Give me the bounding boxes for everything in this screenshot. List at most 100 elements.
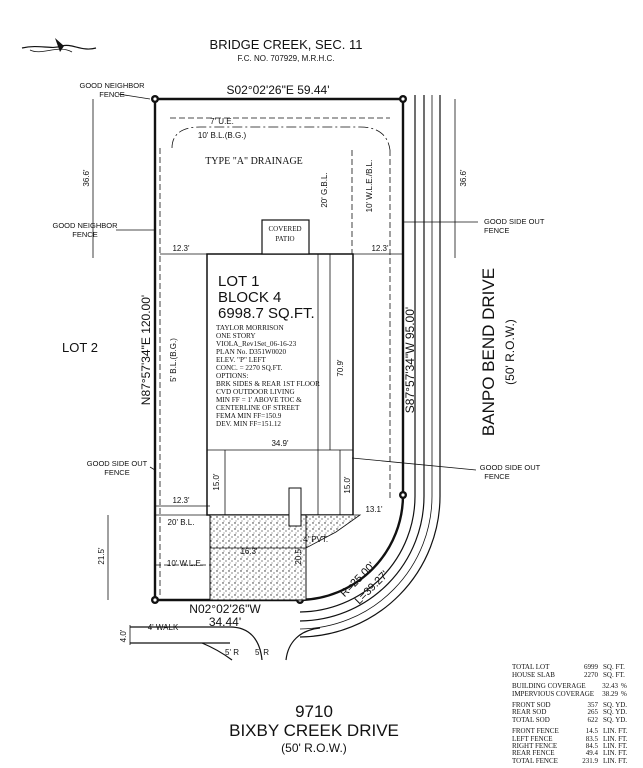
bl-top-label: 10' B.L.(B.G.) (198, 131, 247, 140)
good-side-right-bottom-1: GOOD SIDE OUT (480, 463, 541, 472)
bixby-street-name: BIXBY CREEK DRIVE (229, 721, 399, 740)
lot-2-label: LOT 2 (62, 340, 98, 355)
detail-line: ELEV. "P" LEFT (216, 356, 266, 364)
table-row-unit: LIN. FT. (603, 757, 628, 765)
dim-20-5: 20.5' (294, 547, 303, 565)
wle-bottom-label: 10' W.L.E. (167, 559, 203, 568)
radius-left-label: 5' R (225, 648, 239, 657)
summary-table: TOTAL LOT 6999 SQ. FT. HOUSE SLAB 2270 S… (512, 663, 628, 765)
table-row-unit: SQ. FT. (603, 671, 625, 679)
banpo-row: (50' R.O.W.) (503, 319, 517, 385)
table-row-unit: % (621, 682, 627, 690)
dim-15-0-right: 15.0' (343, 476, 352, 494)
covered-patio-label-2: PATIO (275, 235, 294, 243)
east-bearing: S87°57'34"W 95.00' (403, 307, 417, 413)
good-neighbor-top-1: GOOD NEIGHBOR (79, 81, 145, 90)
detail-line: CENTERLINE OF STREET (216, 404, 300, 412)
corner-pins (151, 95, 407, 604)
bixby-row: (50' R.O.W.) (281, 741, 347, 755)
covered-patio-label-1: COVERED (268, 225, 301, 233)
address-number: 9710 (295, 702, 333, 721)
detail-line: CONC. = 2270 SQ.FT. (216, 364, 282, 372)
subdivision-recording: F.C. NO. 707929, M.R.H.C. (238, 54, 335, 63)
dim-15-0-left: 15.0' (212, 473, 221, 491)
drainage-label: TYPE "A" DRAINAGE (205, 156, 303, 167)
good-side-right-top-1: GOOD SIDE OUT (484, 217, 545, 226)
banpo-curb-lines (299, 95, 441, 638)
detail-line: MIN FF = 1' ABOVE TOC & (216, 396, 302, 404)
table-row-value: 357 (588, 701, 599, 709)
good-neighbor-left-1: GOOD NEIGHBOR (52, 221, 118, 230)
lot-details: TAYLOR MORRISON ONE STORY VIOLA_Rev1Set_… (216, 324, 320, 428)
good-neighbor-top-2: FENCE (99, 90, 124, 99)
dim-12-3-right: 12.3' (371, 244, 389, 253)
good-side-left-1: GOOD SIDE OUT (87, 459, 148, 468)
table-row-value: 231.9 (582, 757, 598, 765)
gbl-label: 20' G.B.L. (320, 172, 329, 207)
bl-bottom-label: 20' B.L. (168, 518, 195, 527)
wle-right-label: 10' W.L.E./B.L. (365, 160, 374, 213)
table-row-label: RIGHT FENCE (512, 742, 557, 750)
table-row-unit: SQ. YD. (603, 708, 627, 716)
table-row-unit: SQ. YD. (603, 701, 627, 709)
south-bearing: N02°02'26"W (189, 602, 261, 616)
detail-line: PLAN No. D351W0020 (216, 348, 286, 356)
walk-label: 4' WALK (148, 623, 179, 632)
table-row-label: IMPERVIOUS COVERAGE (512, 690, 594, 698)
dim-12-3-left: 12.3' (172, 244, 190, 253)
good-side-right-top-2: FENCE (484, 226, 509, 235)
dim-21-5: 21.5' (97, 547, 106, 565)
west-bearing: N87°57'34"E 120.00' (139, 295, 153, 405)
table-row-unit: LIN. FT. (603, 735, 628, 743)
driveway (209, 487, 362, 601)
detail-line: BRK SIDES & REAR 1ST FLOOR (216, 380, 320, 388)
table-row-value: 622 (588, 716, 599, 724)
table-row-value: 32.43 (602, 682, 618, 690)
dim-12-3-bottom: 12.3' (172, 496, 190, 505)
detail-line: TAYLOR MORRISON (216, 324, 284, 332)
table-row-label: TOTAL SOD (512, 716, 550, 724)
good-neighbor-left-2: FENCE (72, 230, 97, 239)
table-row-unit: LIN. FT. (603, 727, 628, 735)
good-side-right-bottom-2: FENCE (484, 472, 509, 481)
dim-13-1: 13.1' (365, 505, 383, 514)
pvt-label: 4' PVT. (303, 535, 328, 544)
table-row-unit: SQ. YD. (603, 716, 627, 724)
table-row-label: REAR SOD (512, 708, 546, 716)
lot-number: LOT 1 (218, 273, 259, 290)
dim-4-0: 4.0' (119, 629, 128, 642)
lot-area: 6998.7 SQ.FT. (218, 305, 315, 322)
subdivision-name: BRIDGE CREEK, SEC. 11 (210, 37, 363, 52)
sidewalk (130, 626, 321, 661)
lot-boundary (153, 97, 405, 602)
banpo-street-name: BANPO BEND DRIVE (479, 268, 498, 436)
block-number: BLOCK 4 (218, 289, 281, 306)
table-row-unit: LIN. FT. (603, 742, 628, 750)
detail-line: DEV. MIN FF=151.12 (216, 420, 281, 428)
table-row-value: 49.4 (586, 749, 599, 757)
table-row-label: FRONT FENCE (512, 727, 559, 735)
dim-70-9: 70.9' (336, 359, 345, 377)
ue-label: 7' U.E. (210, 117, 234, 126)
dim-16-3: 16.3' (240, 547, 258, 556)
north-arrow-icon (21, 38, 97, 53)
good-side-left-2: FENCE (104, 468, 129, 477)
radius-right-label: 5' R (255, 648, 269, 657)
table-row-label: TOTAL FENCE (512, 757, 558, 765)
table-row-unit: LIN. FT. (603, 749, 628, 757)
table-row-unit: % (621, 690, 627, 698)
detail-line: FEMA MIN FF=150.9 (216, 412, 282, 420)
table-row-label: HOUSE SLAB (512, 671, 555, 679)
table-row-label: BUILDING COVERAGE (512, 682, 586, 690)
dim-36-6-left: 36.6' (82, 169, 91, 187)
north-bearing: S02°02'26"E 59.44' (226, 83, 329, 97)
table-row-value: 83.5 (586, 735, 599, 743)
table-row-value: 6999 (584, 663, 599, 671)
table-row-value: 38.29 (602, 690, 618, 698)
table-row-value: 14.5 (586, 727, 599, 735)
detail-line: CVD OUTDOOR LIVING (216, 388, 295, 396)
table-row-value: 84.5 (586, 742, 599, 750)
table-row-label: LEFT FENCE (512, 735, 553, 743)
table-row-value: 265 (588, 708, 599, 716)
